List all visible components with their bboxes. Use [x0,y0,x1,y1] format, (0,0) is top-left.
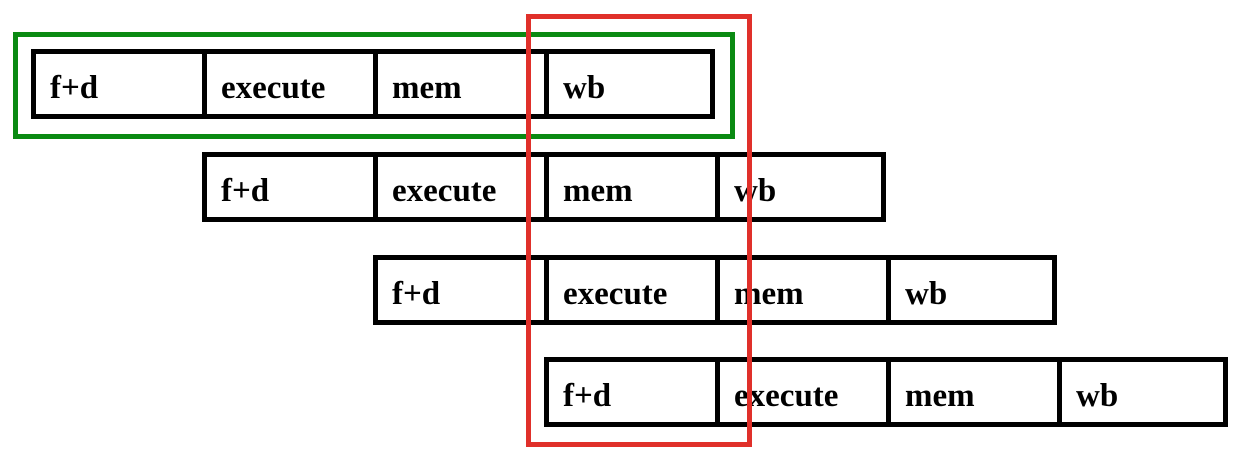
stage-mem: mem [544,152,715,222]
pipeline-row: f+d execute mem wb [544,357,1228,427]
stage-execute: execute [373,152,544,222]
stage-mem: mem [715,255,886,325]
pipeline-row: f+d execute mem wb [202,152,886,222]
stage-writeback: wb [715,152,886,222]
stage-fetch-decode: f+d [544,357,715,427]
stage-fetch-decode: f+d [373,255,544,325]
pipeline-row: f+d execute mem wb [373,255,1057,325]
stage-fetch-decode: f+d [31,49,202,119]
stage-writeback: wb [1057,357,1228,427]
pipeline-row: f+d execute mem wb [31,49,715,119]
stage-fetch-decode: f+d [202,152,373,222]
stage-mem: mem [373,49,544,119]
stage-mem: mem [886,357,1057,427]
stage-execute: execute [544,255,715,325]
stage-writeback: wb [886,255,1057,325]
stage-execute: execute [715,357,886,427]
stage-execute: execute [202,49,373,119]
stage-writeback: wb [544,49,715,119]
